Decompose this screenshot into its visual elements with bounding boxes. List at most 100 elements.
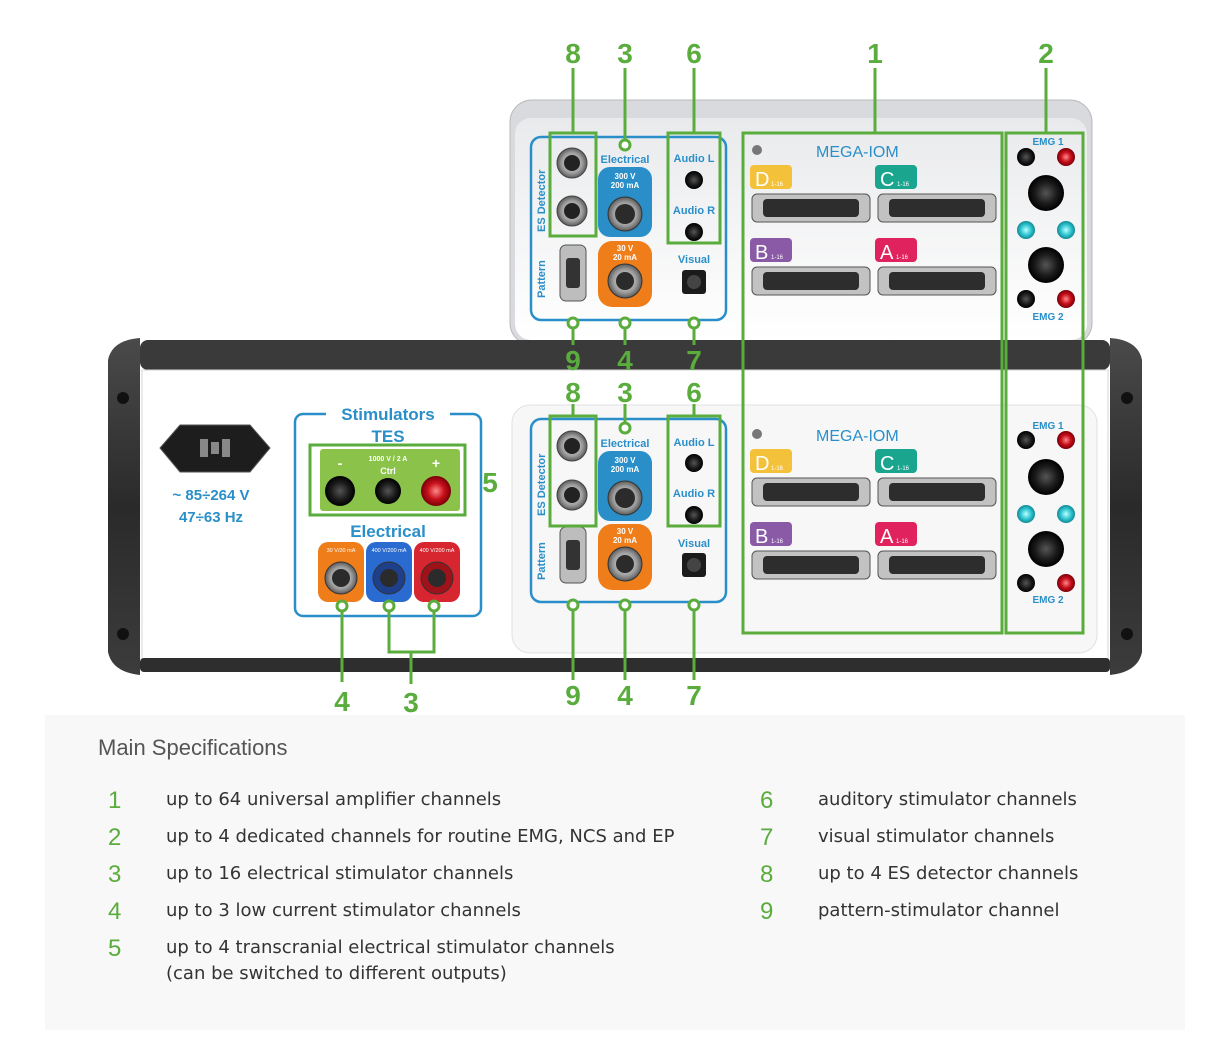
- channel-d-letter: D: [755, 453, 769, 475]
- channel-b-letter: B: [755, 526, 768, 548]
- spec-number: 9: [760, 898, 774, 925]
- tes-title: TES: [371, 427, 404, 446]
- channel-c-letter: C: [880, 453, 894, 475]
- audio-l-jack[interactable]: [685, 454, 703, 472]
- spec-number: 8: [760, 861, 774, 888]
- channel-b-tab: [750, 522, 792, 546]
- emg1-minus-jack[interactable]: [1017, 148, 1035, 166]
- callout-1-top: 1: [867, 38, 883, 69]
- channel-d-connector[interactable]: [751, 477, 871, 507]
- connector-core: [564, 155, 580, 171]
- emg2-plus-jack[interactable]: [1057, 290, 1075, 308]
- channel-a-letter: A: [880, 526, 894, 548]
- channel-b-connector[interactable]: [751, 266, 871, 296]
- audio-l-jack[interactable]: [685, 171, 703, 189]
- callout-7-bottom: 7: [686, 680, 702, 711]
- spec-text: pattern-stimulator channel: [818, 900, 1060, 921]
- callout-3-bottom-left: 3: [403, 687, 419, 718]
- brand-logo-icon: [752, 145, 762, 155]
- spec-number: 2: [108, 824, 122, 851]
- channel-c-connector[interactable]: [877, 193, 997, 223]
- channel-b-connector[interactable]: [751, 550, 871, 580]
- emg-ground-jack[interactable]: [1057, 221, 1075, 239]
- channel-b-letter: B: [755, 242, 768, 264]
- channel-a-range: 1-16: [896, 539, 909, 545]
- connector-core: [566, 258, 580, 288]
- channel-d-connector[interactable]: [751, 193, 871, 223]
- channel-a-connector[interactable]: [877, 550, 997, 580]
- emg2-plus-jack[interactable]: [1057, 574, 1075, 592]
- tes-ctrl-label: Ctrl: [380, 466, 396, 476]
- electrical-title: Electrical: [350, 522, 426, 541]
- emg-ground-jack[interactable]: [1017, 505, 1035, 523]
- stimulators-title: Stimulators: [341, 405, 435, 424]
- spec-number: 6: [760, 787, 774, 814]
- emg2-din-connector[interactable]: [1028, 247, 1064, 283]
- spec-number: 1: [108, 787, 122, 814]
- callout-3-lower: 3: [617, 377, 633, 408]
- connector-core: [566, 540, 580, 570]
- channel-d-letter: D: [755, 169, 769, 191]
- callout-8-lower: 8: [565, 377, 581, 408]
- es-detector-label: ES Detector: [536, 169, 548, 232]
- callout-6-top: 6: [686, 38, 702, 69]
- channel-b-tab: [750, 238, 792, 262]
- power-frequency: 47÷63 Hz: [179, 509, 243, 526]
- channel-c-connector[interactable]: [877, 477, 997, 507]
- callout-5-side: 5: [482, 467, 498, 498]
- elec-rating-2: 400 V/200 mA: [372, 548, 407, 554]
- connector-core: [428, 569, 446, 587]
- callout-4-mid: 4: [617, 345, 633, 376]
- spec-item: 7 visual stimulator channels: [760, 824, 1054, 852]
- channel-c-range: 1-16: [897, 182, 910, 188]
- es-detector-label: ES Detector: [536, 453, 548, 516]
- emg1-label: EMG 1: [1032, 137, 1064, 148]
- spec-item: 5 up to 4 transcranial electrical stimul…: [108, 935, 615, 987]
- spec-text: up to 16 electrical stimulator channels: [166, 863, 514, 884]
- tes-plus-jack[interactable]: [421, 476, 451, 506]
- connector-core: [615, 204, 635, 224]
- emg1-plus-jack[interactable]: [1057, 148, 1075, 166]
- main-specifications: Main Specifications 1 up to 64 universal…: [45, 715, 1185, 1030]
- channel-b-range: 1-16: [771, 255, 784, 261]
- emg-ground-jack[interactable]: [1017, 221, 1035, 239]
- emg1-plus-jack[interactable]: [1057, 431, 1075, 449]
- spec-item: 9 pattern-stimulator channel: [760, 898, 1059, 926]
- channel-c-tab: [875, 449, 917, 473]
- connector-core: [687, 558, 701, 572]
- channel-d-range: 1-16: [771, 466, 784, 472]
- tes-minus-jack[interactable]: [325, 476, 355, 506]
- audio-r-jack[interactable]: [685, 223, 703, 241]
- callout-7-mid: 7: [686, 345, 702, 376]
- spec-text: visual stimulator channels: [818, 826, 1055, 847]
- callout-9-bottom: 9: [565, 680, 581, 711]
- emg1-din-connector[interactable]: [1028, 459, 1064, 495]
- channel-c-tab: [875, 165, 917, 189]
- audio-l-label: Audio L: [674, 437, 715, 449]
- connector-core: [332, 569, 350, 587]
- connector-core: [564, 438, 580, 454]
- emg1-minus-jack[interactable]: [1017, 431, 1035, 449]
- channel-a-connector[interactable]: [877, 266, 997, 296]
- emg2-din-connector[interactable]: [1028, 531, 1064, 567]
- emg2-label: EMG 2: [1032, 595, 1064, 606]
- channel-d-tab: [750, 449, 792, 473]
- spec-text: up to 3 low current stimulator channels: [166, 900, 521, 921]
- callout-6-lower: 6: [686, 377, 702, 408]
- elec-rating-3: 400 V/200 mA: [420, 548, 455, 554]
- brand-label: MEGA-IOM: [816, 144, 899, 161]
- emg-ground-jack[interactable]: [1057, 505, 1075, 523]
- spec-item: 4 up to 3 low current stimulator channel…: [108, 898, 521, 926]
- channel-b-range: 1-16: [771, 539, 784, 545]
- audio-r-jack[interactable]: [685, 506, 703, 524]
- emg2-minus-jack[interactable]: [1017, 574, 1035, 592]
- tes-ctrl-jack[interactable]: [375, 478, 401, 504]
- spec-number: 4: [108, 898, 122, 925]
- emg1-din-connector[interactable]: [1028, 175, 1064, 211]
- electrical-label: Electrical: [601, 438, 650, 450]
- emg2-minus-jack[interactable]: [1017, 290, 1035, 308]
